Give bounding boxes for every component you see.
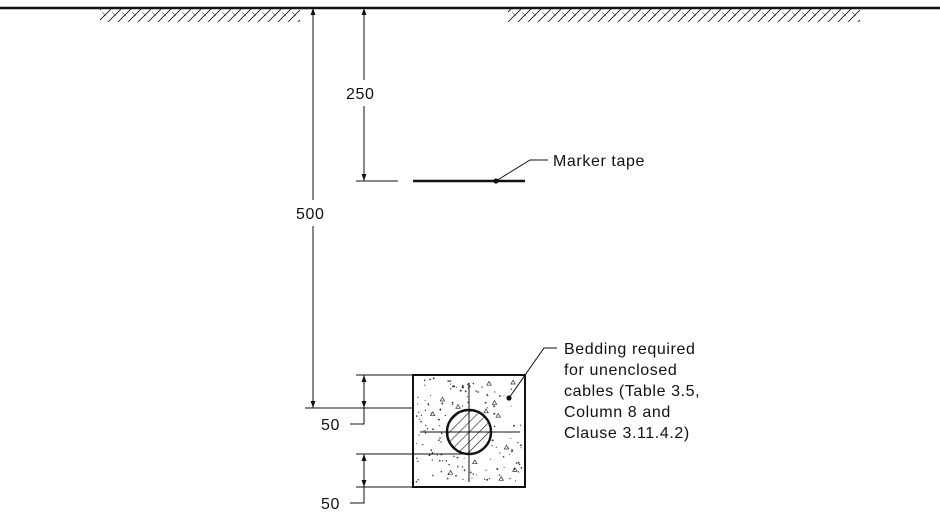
dimension-label-50-lower: 50 [321, 496, 340, 512]
earth-hatch-left [100, 9, 300, 22]
bedding-note-line-2: for unenclosed [564, 362, 677, 379]
marker-tape-label: Marker tape [553, 153, 645, 170]
dimension-label-250: 250 [346, 86, 375, 103]
marker-tape [413, 159, 548, 184]
bedding-leader [506, 347, 557, 401]
bedding-note: Bedding required for unenclosed cables (… [564, 341, 700, 442]
bedding-box [412, 374, 526, 488]
bedding-note-line-4: Column 8 and [564, 404, 671, 421]
dimension-50-upper [350, 374, 413, 425]
bedding-note-line-3: cables (Table 3.5, [564, 383, 700, 400]
bedding-note-line-5: Clause 3.11.4.2) [564, 425, 690, 442]
dimension-50-lower [350, 453, 469, 504]
earth-hatch-right [508, 9, 860, 22]
bedding-speckle-texture [415, 377, 523, 483]
dimension-label-50-upper: 50 [321, 417, 340, 434]
dimension-label-500: 500 [296, 206, 325, 223]
dimension-500 [290, 7, 413, 409]
bedding-note-line-1: Bedding required [564, 341, 695, 358]
dimension-250 [342, 7, 398, 182]
cable [420, 383, 520, 482]
